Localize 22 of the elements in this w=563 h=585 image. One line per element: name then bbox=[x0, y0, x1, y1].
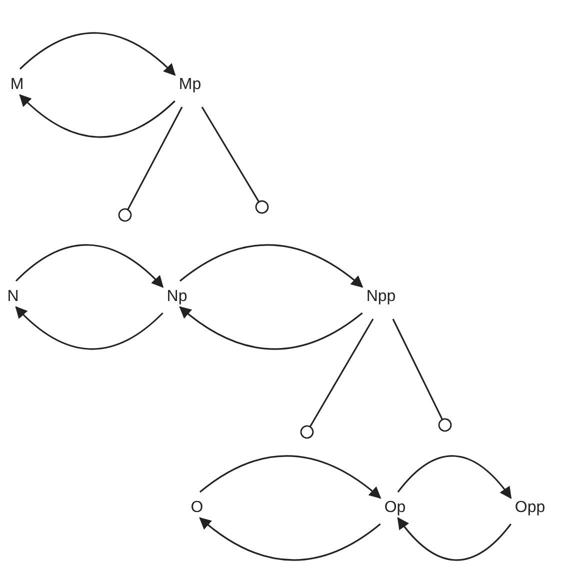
inhibition-line bbox=[201, 106, 269, 214]
species-label: Np bbox=[166, 289, 188, 305]
reaction-arrow bbox=[180, 244, 364, 288]
reaction-arrow bbox=[199, 517, 381, 561]
species-label: O bbox=[190, 500, 204, 516]
reaction-arrow bbox=[179, 306, 363, 350]
reaction-arrow bbox=[15, 306, 164, 350]
species-label: Opp bbox=[514, 500, 546, 516]
species-label: Npp bbox=[366, 289, 396, 305]
reaction-arrow bbox=[19, 32, 176, 76]
inhibition-line bbox=[118, 106, 183, 222]
reaction-arrow bbox=[200, 455, 382, 499]
reaction-arrow bbox=[397, 517, 512, 561]
species-label: Op bbox=[384, 500, 406, 516]
reaction-arrow bbox=[19, 94, 176, 138]
species-label: M bbox=[10, 77, 24, 93]
inhibition-line bbox=[300, 318, 374, 439]
reaction-arrow bbox=[397, 455, 512, 499]
reaction-arrow bbox=[15, 244, 164, 288]
species-label: N bbox=[7, 289, 19, 305]
inhibition-line bbox=[392, 318, 452, 432]
species-label: Mp bbox=[178, 77, 202, 93]
